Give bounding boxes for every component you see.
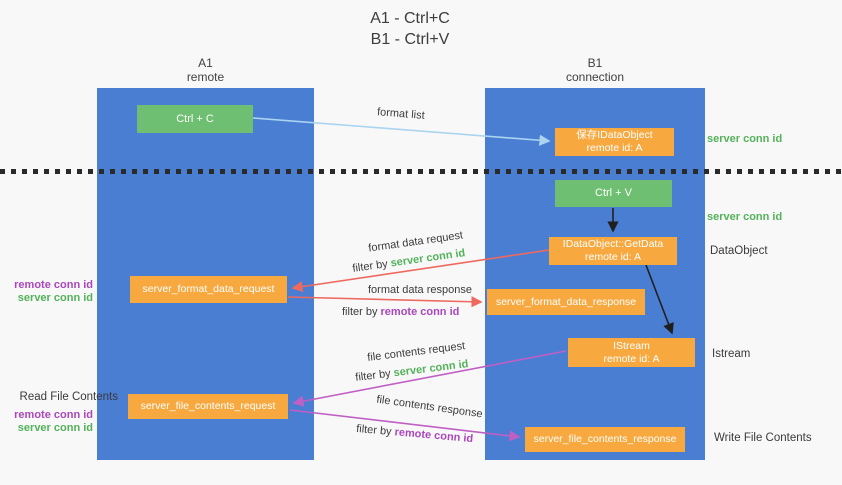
label-remote-conn-id-1: remote conn id	[14, 279, 93, 291]
node-istream-line1: IStream	[613, 339, 650, 352]
node-idataobject-getdata-line2: remote id: A	[584, 251, 642, 263]
dotted-divider	[0, 169, 842, 174]
diagram-title: A1 - Ctrl+C B1 - Ctrl+V	[320, 8, 500, 50]
filter-server-conn-id-text: server conn id	[392, 358, 470, 380]
node-server-format-data-request: server_format_data_request	[130, 276, 287, 303]
node-server-file-contents-request-label: server_file_contents_request	[140, 400, 276, 412]
filter-by-text: filter by	[351, 257, 392, 275]
filter-by-text: filter by	[342, 306, 381, 318]
node-server-file-contents-response-label: server_file_contents_response	[533, 433, 677, 445]
lane-b1-subtitle: connection	[565, 70, 625, 84]
lane-header-a1: A1 remote	[97, 56, 314, 84]
node-idataobject-getdata: IDataObject::GetData remote id: A	[549, 237, 677, 265]
node-ctrl-v: Ctrl + V	[555, 180, 672, 207]
filter-by-text: filter by	[354, 367, 395, 384]
lane-header-b1: B1 connection	[485, 56, 705, 84]
node-istream-line2: remote id: A	[603, 352, 660, 365]
label-format-data-response: format data response	[368, 284, 472, 296]
label-server-conn-id-2: server conn id	[17, 422, 93, 434]
node-ctrl-v-label: Ctrl + V	[595, 187, 632, 199]
filter-remote-conn-id-text: remote conn id	[394, 426, 474, 446]
node-ctrl-c: Ctrl + C	[137, 105, 253, 133]
filter-server-conn-id-text: server conn id	[389, 247, 467, 270]
lane-a1-name: A1	[198, 56, 213, 70]
label-file-contents-response: file contents response	[375, 393, 484, 421]
filter-by-text: filter by	[355, 422, 396, 439]
node-server-file-contents-response: server_file_contents_response	[525, 427, 685, 452]
node-ctrl-c-label: Ctrl + C	[176, 112, 214, 125]
node-server-format-data-response-label: server_format_data_response	[495, 295, 637, 308]
label-server-conn-id-mid: server conn id	[707, 211, 783, 223]
node-server-format-data-request-label: server_format_data_request	[142, 283, 275, 295]
label-format-list: format list	[376, 106, 426, 122]
label-read-file-contents: Read File Contents	[19, 391, 118, 403]
label-filter-by-remote-conn-id-1: filter by remote conn id	[342, 306, 459, 318]
title-line-2: B1 - Ctrl+V	[370, 31, 450, 48]
title-line-1: A1 - Ctrl+C	[370, 10, 450, 27]
label-dataobject: DataObject	[710, 245, 768, 257]
node-save-idataobject-line2: remote id: A	[586, 142, 643, 154]
node-save-idataobject-line1: 保存IDataObject	[576, 129, 653, 141]
node-server-format-data-response: server_format_data_response	[487, 289, 645, 315]
arrow-format-data-response	[287, 296, 483, 308]
lane-a1-subtitle: remote	[186, 70, 225, 84]
node-server-file-contents-request: server_file_contents_request	[128, 394, 288, 419]
node-istream: IStream remote id: A	[568, 338, 695, 367]
lane-b1-name: B1	[587, 56, 603, 70]
label-server-conn-id-top: server conn id	[707, 133, 783, 145]
label-filter-by-remote-conn-id-2: filter by remote conn id	[356, 423, 474, 445]
label-istream: Istream	[712, 348, 751, 360]
label-server-conn-id-1: server conn id	[17, 292, 93, 304]
node-save-idataobject: 保存IDataObject remote id: A	[555, 128, 674, 156]
label-remote-conn-id-2: remote conn id	[14, 409, 93, 421]
filter-remote-conn-id-text: remote conn id	[380, 306, 460, 318]
label-write-file-contents: Write File Contents	[714, 432, 812, 444]
node-idataobject-getdata-line1: IDataObject::GetData	[562, 238, 664, 250]
